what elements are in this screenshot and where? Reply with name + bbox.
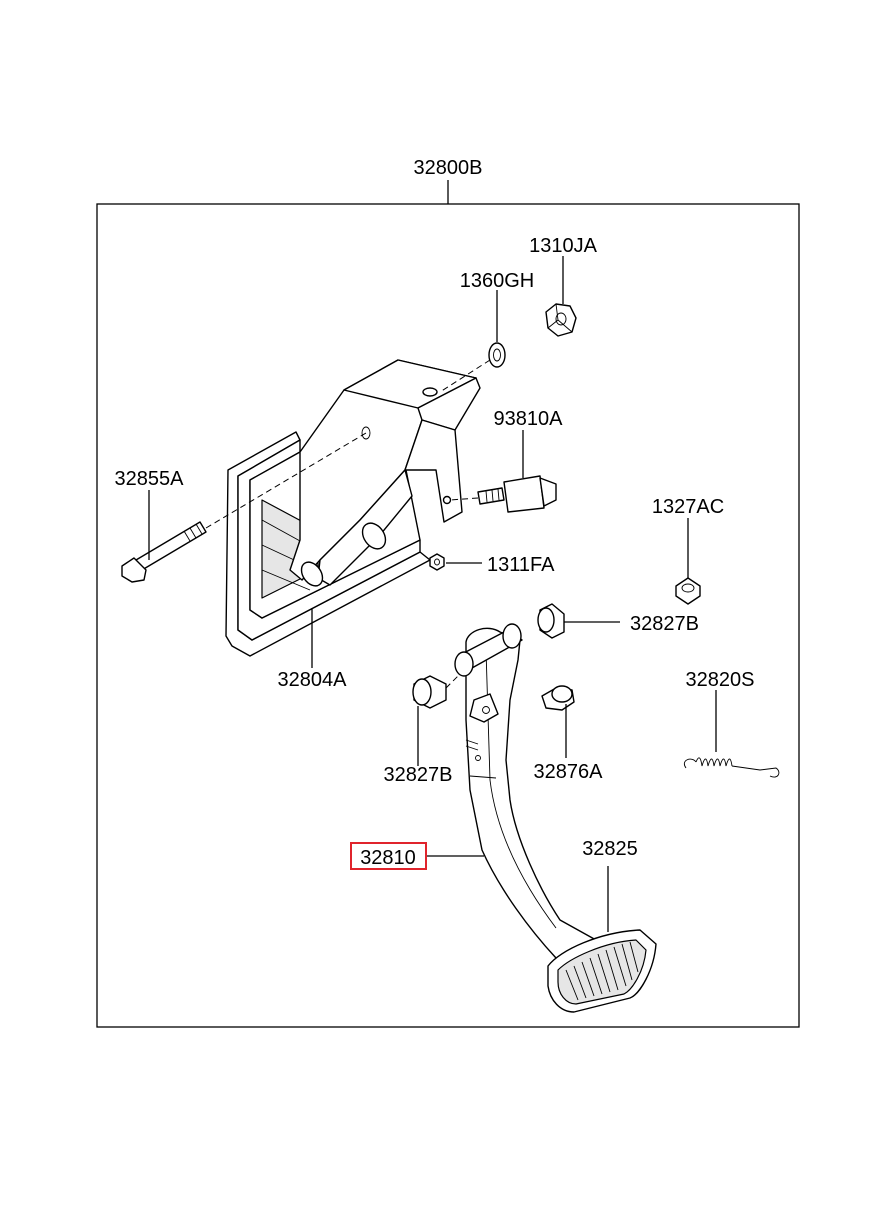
bolt-icon	[121, 432, 367, 583]
label-bushing-right[interactable]: 32827B	[630, 613, 699, 635]
bushing-left-icon	[412, 675, 459, 709]
label-assembly[interactable]: 32800B	[414, 157, 483, 179]
label-bolt[interactable]: 32855A	[115, 468, 185, 490]
label-pedal-pad[interactable]: 32825	[582, 838, 638, 860]
label-switch[interactable]: 93810A	[494, 408, 564, 430]
label-washer[interactable]: 1360GH	[460, 270, 535, 292]
stop-switch-icon	[449, 475, 557, 513]
pedal-bracket	[225, 359, 481, 657]
label-nut-top[interactable]: 1310JA	[529, 235, 597, 257]
label-pedal-arm[interactable]: 32810	[360, 847, 416, 869]
pedal-pad	[547, 929, 657, 1013]
highlight-box	[350, 842, 427, 870]
return-spring-icon	[684, 757, 780, 778]
small-nut-icon	[429, 553, 445, 571]
flange-nut-icon	[675, 577, 701, 605]
washer-icon	[439, 342, 506, 393]
label-bracket[interactable]: 32804A	[278, 669, 348, 691]
label-bushing-left[interactable]: 32827B	[384, 764, 453, 786]
hex-nut-icon	[545, 303, 577, 337]
label-nut-right[interactable]: 1327AC	[652, 496, 724, 518]
label-spring[interactable]: 32820S	[686, 669, 755, 691]
label-nut-small[interactable]: 1311FA	[487, 554, 555, 576]
bushing-right-icon	[537, 603, 565, 639]
stopper-icon	[541, 685, 575, 711]
label-stopper[interactable]: 32876A	[534, 761, 604, 783]
pedal-arm	[454, 623, 597, 959]
